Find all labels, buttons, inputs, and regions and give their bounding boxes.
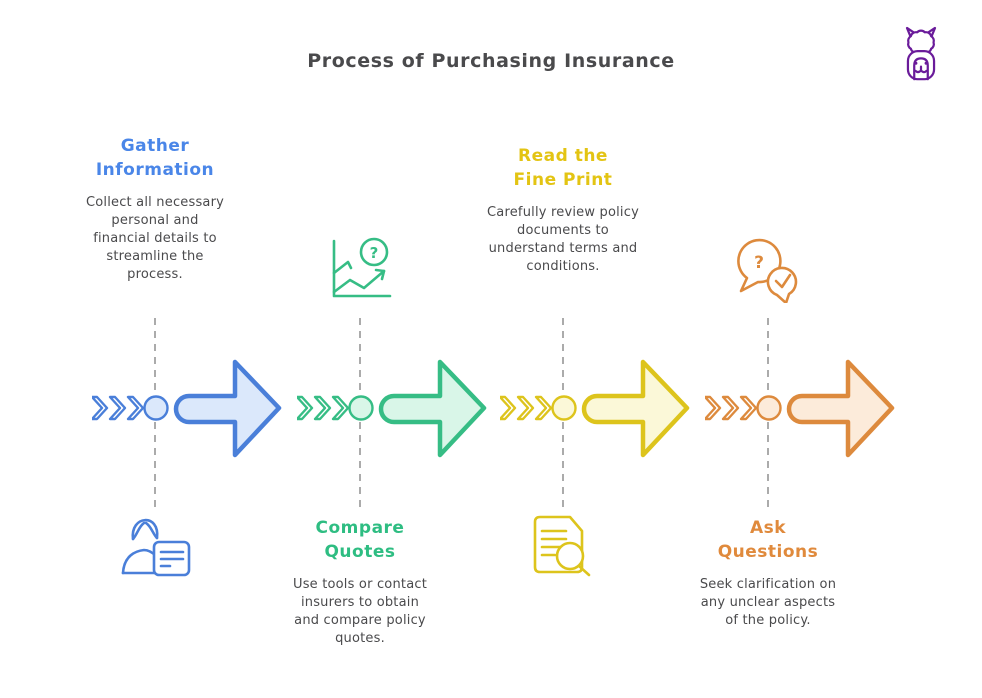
- step-title: Compare Quotes: [315, 518, 405, 562]
- chevron-icon: [295, 395, 314, 421]
- step-description: Collect all necessary personal and finan…: [85, 195, 225, 282]
- svg-text:?: ?: [370, 244, 379, 262]
- step-text-block: Read the Fine Print Carefully review pol…: [463, 144, 663, 276]
- chevron-icon: [498, 395, 517, 421]
- step-text-block: Gather Information Collect all necessary…: [55, 134, 255, 284]
- chevron-icon: [108, 395, 127, 421]
- arrow-icon: [173, 359, 282, 458]
- step-text-block: Compare Quotes Use tools or contact insu…: [260, 516, 460, 648]
- svg-text:?: ?: [754, 253, 764, 273]
- dashed-divider-line: [767, 318, 769, 508]
- dashed-divider-line: [562, 318, 564, 508]
- page-title: Process of Purchasing Insurance: [307, 50, 675, 72]
- arrow-group: [90, 356, 288, 460]
- arrow-group: [498, 356, 696, 460]
- dashed-divider-line: [359, 318, 361, 508]
- chevron-icon: [313, 395, 332, 421]
- chevron-icon: [516, 395, 535, 421]
- arrow-icon: [581, 359, 690, 458]
- arrow-group: [295, 356, 493, 460]
- step-title: Gather Information: [95, 136, 215, 180]
- milestone-dot: [756, 395, 782, 421]
- milestone-dot: [143, 395, 169, 421]
- alpaca-icon: [905, 26, 937, 81]
- chevron-icon: [126, 395, 145, 421]
- milestone-dot: [348, 395, 374, 421]
- step-description: Carefully review policy documents to und…: [487, 205, 639, 274]
- chevron-icon: [90, 395, 109, 421]
- chevron-icon: [703, 395, 722, 421]
- chevron-icon: [739, 395, 758, 421]
- speech-bubbles-icon: ?: [731, 235, 807, 305]
- arrow-group: [703, 356, 901, 460]
- arrow-icon: [786, 359, 895, 458]
- alpaca-logo: [892, 24, 950, 88]
- step-description: Seek clarification on any unclear aspect…: [699, 577, 837, 628]
- document-magnifier-icon: [524, 511, 600, 579]
- chevron-icon: [534, 395, 553, 421]
- step-title: Read the Fine Print: [513, 146, 613, 190]
- chevron-icon: [331, 395, 350, 421]
- chevron-icon: [721, 395, 740, 421]
- person-document-icon: [117, 511, 193, 579]
- arrow-icon: [378, 359, 487, 458]
- chart-question-icon: ?: [322, 235, 398, 303]
- dashed-divider-line: [154, 318, 156, 508]
- milestone-dot: [551, 395, 577, 421]
- step-title: Ask Questions: [717, 518, 819, 562]
- step-description: Use tools or contact insurers to obtain …: [292, 577, 428, 646]
- step-text-block: Ask Questions Seek clarification on any …: [668, 516, 868, 630]
